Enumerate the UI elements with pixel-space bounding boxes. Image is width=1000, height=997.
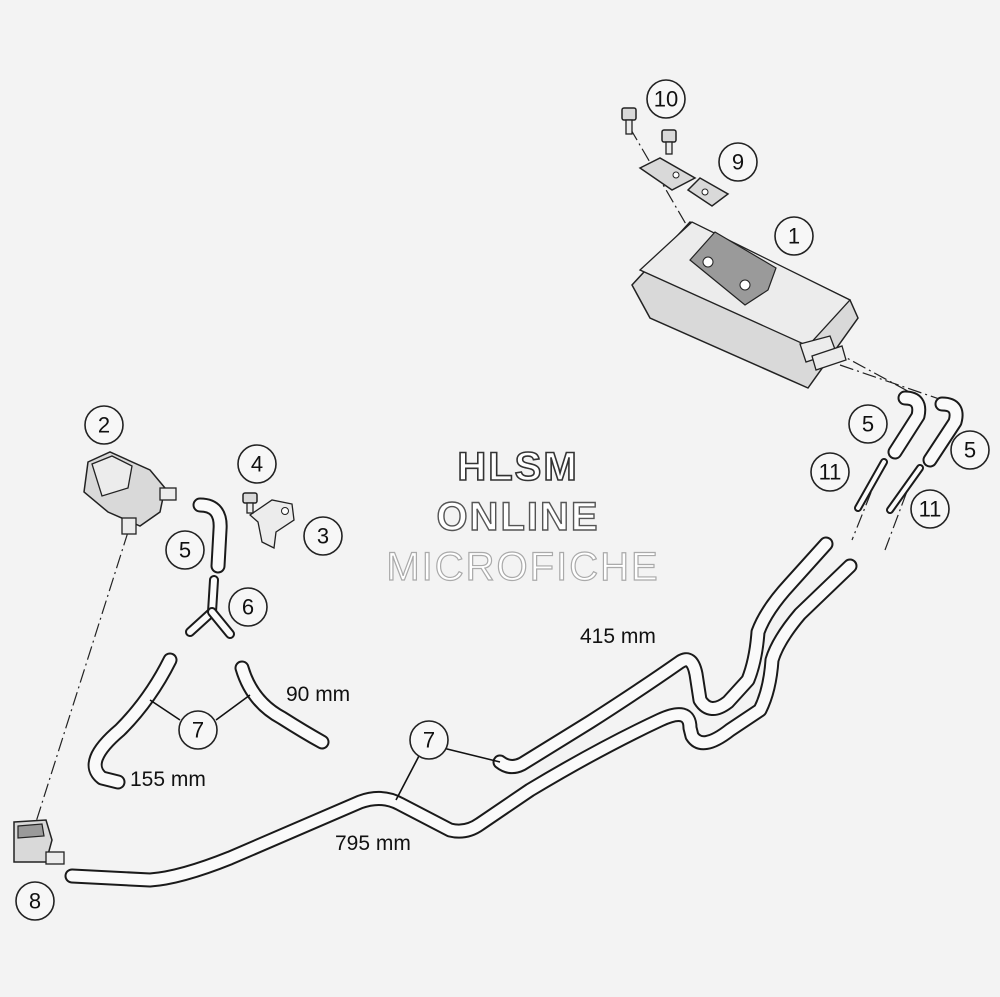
clip-part-9-left — [638, 157, 697, 191]
bracket-hole — [281, 507, 289, 515]
elbow-hose-right-b — [922, 396, 964, 468]
callout-5-right-b: 5 — [950, 430, 990, 470]
svg-text:6: 6 — [242, 595, 254, 620]
callout-2: 2 — [84, 405, 124, 445]
svg-text:10: 10 — [654, 87, 678, 112]
callout-8: 8 — [15, 881, 55, 921]
connector-nipple — [45, 851, 65, 865]
svg-text:7: 7 — [423, 728, 435, 753]
dimension-labels: 415 mm 90 mm 155 mm 795 mm — [130, 625, 656, 855]
canister-port-lower — [811, 345, 847, 371]
bolt-part-4-shank — [246, 502, 254, 514]
leader-7-to-415 — [442, 747, 501, 763]
watermark-line-2: ONLINE — [436, 495, 599, 539]
hose-795mm — [64, 558, 858, 888]
dimension-90mm: 90 mm — [286, 683, 350, 706]
hose-415mm — [492, 536, 834, 775]
watermark-line-3: MICROFICHE — [386, 545, 659, 589]
quick-connector — [13, 819, 65, 865]
screw-part-10-a — [621, 107, 637, 135]
clip-hole — [672, 171, 680, 179]
svg-text:4: 4 — [251, 452, 263, 477]
callout-4: 4 — [237, 444, 277, 484]
svg-text:9: 9 — [732, 150, 744, 175]
canister-mount-hole — [702, 256, 714, 268]
hose-155mm — [87, 652, 178, 790]
valve-inlet — [121, 517, 137, 535]
valve-outlet — [159, 487, 177, 501]
svg-text:5: 5 — [862, 412, 874, 437]
clip-hole-2 — [701, 188, 709, 196]
canister-bracket — [689, 231, 777, 306]
callout-5-left: 5 — [165, 530, 205, 570]
fitting-part-11-a — [854, 458, 888, 512]
callout-9: 9 — [718, 142, 758, 182]
bracket-assembly — [242, 492, 295, 549]
assembly-line-port-upper — [831, 349, 916, 396]
assembly-line-port-lower — [839, 364, 949, 403]
svg-text:3: 3 — [317, 524, 329, 549]
screw-shank — [665, 141, 673, 155]
svg-text:1: 1 — [788, 224, 800, 249]
canister-mount-hole-2 — [739, 279, 751, 291]
hose-90mm — [234, 660, 330, 750]
dimension-155mm: 155 mm — [130, 768, 206, 791]
svg-text:5: 5 — [179, 538, 191, 563]
callout-7-left: 7 — [178, 710, 218, 750]
svg-text:8: 8 — [29, 889, 41, 914]
svg-text:2: 2 — [98, 413, 110, 438]
connector-latch — [17, 823, 45, 839]
fitting-part-11-b — [886, 464, 924, 514]
leader-7-to-155 — [149, 699, 181, 721]
purge-valve — [83, 451, 177, 535]
screw-shank — [625, 119, 633, 135]
callout-11-right: 11 — [910, 489, 950, 529]
leader-7-to-90 — [215, 694, 251, 721]
callout-10: 10 — [646, 79, 686, 119]
callout-5-right-a: 5 — [848, 404, 888, 444]
mounting-hardware — [621, 107, 730, 207]
valve-connector — [91, 455, 133, 497]
svg-text:11: 11 — [919, 497, 942, 522]
callout-6: 6 — [228, 587, 268, 627]
svg-text:7: 7 — [192, 718, 204, 743]
elbow-hose-right-a — [887, 390, 927, 460]
callout-3: 3 — [303, 516, 343, 556]
screw-part-10-b — [661, 129, 677, 155]
screw-head — [661, 129, 677, 143]
watermark: HLSM ONLINE MICROFICHE — [386, 444, 659, 589]
dimension-415mm: 415 mm — [580, 625, 656, 648]
bolt-part-4-head — [242, 492, 258, 504]
svg-text:11: 11 — [819, 460, 842, 485]
assembly-line-fitting-right — [884, 469, 916, 551]
callout-11-left: 11 — [810, 452, 850, 492]
leader-lines — [149, 694, 501, 801]
callout-7-center: 7 — [409, 720, 449, 760]
watermark-line-1: HLSM — [457, 445, 578, 489]
y-fitting — [185, 575, 235, 639]
svg-text:5: 5 — [964, 438, 976, 463]
assembly-line-valve-to-connector — [35, 531, 129, 823]
bracket-part-3 — [248, 499, 295, 549]
canister — [631, 221, 859, 389]
callout-1: 1 — [774, 216, 814, 256]
leader-7-to-795 — [395, 753, 421, 801]
elbow-hose-left — [192, 497, 228, 574]
screw-head — [621, 107, 637, 121]
dimension-795mm: 795 mm — [335, 832, 411, 855]
